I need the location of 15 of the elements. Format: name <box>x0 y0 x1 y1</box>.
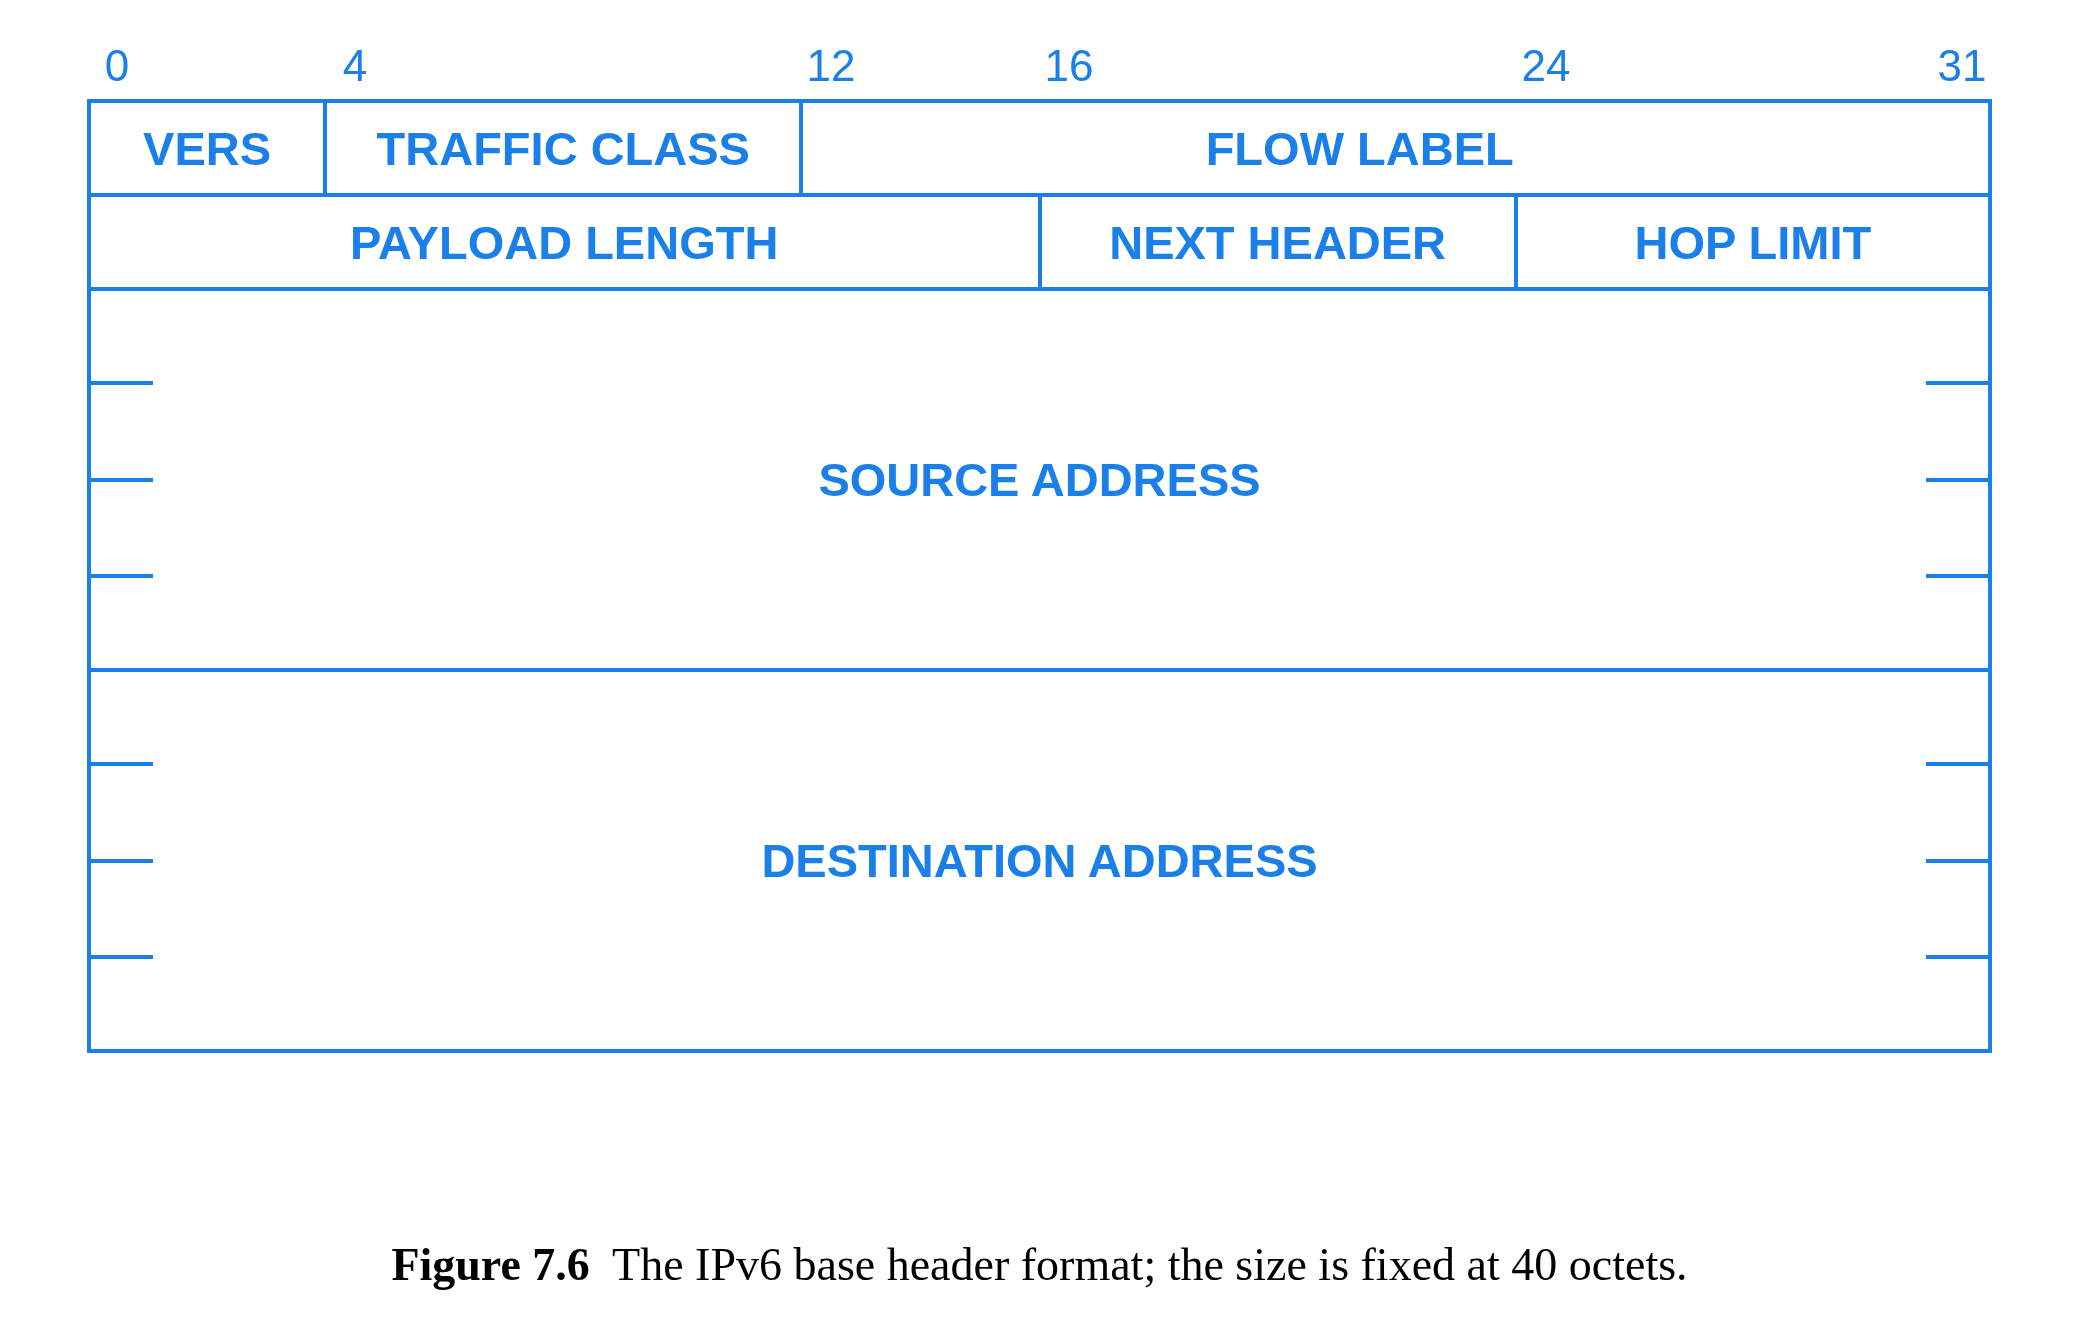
field-name: NEXT HEADER <box>1109 214 1447 270</box>
bit-position: 0 <box>104 44 130 88</box>
bit-position: 12 <box>806 44 856 88</box>
bit-position: 31 <box>1937 44 1987 88</box>
field-name: FLOW LABEL <box>1205 120 1514 176</box>
field-name: VERS <box>143 120 272 176</box>
bit-position: 24 <box>1521 44 1571 88</box>
field-name: PAYLOAD LENGTH <box>350 214 779 270</box>
bit-position: 16 <box>1044 44 1094 88</box>
field-name: HOP LIMIT <box>1634 214 1872 270</box>
field-name: DESTINATION ADDRESS <box>761 833 1318 888</box>
field-name: SOURCE ADDRESS <box>818 452 1261 507</box>
field-name: TRAFFIC CLASS <box>376 120 750 176</box>
figure-caption: Figure 7.6 The IPv6 base header format; the size is fixed at 40 octets. <box>390 1238 1689 1291</box>
bit-position: 4 <box>342 44 368 88</box>
